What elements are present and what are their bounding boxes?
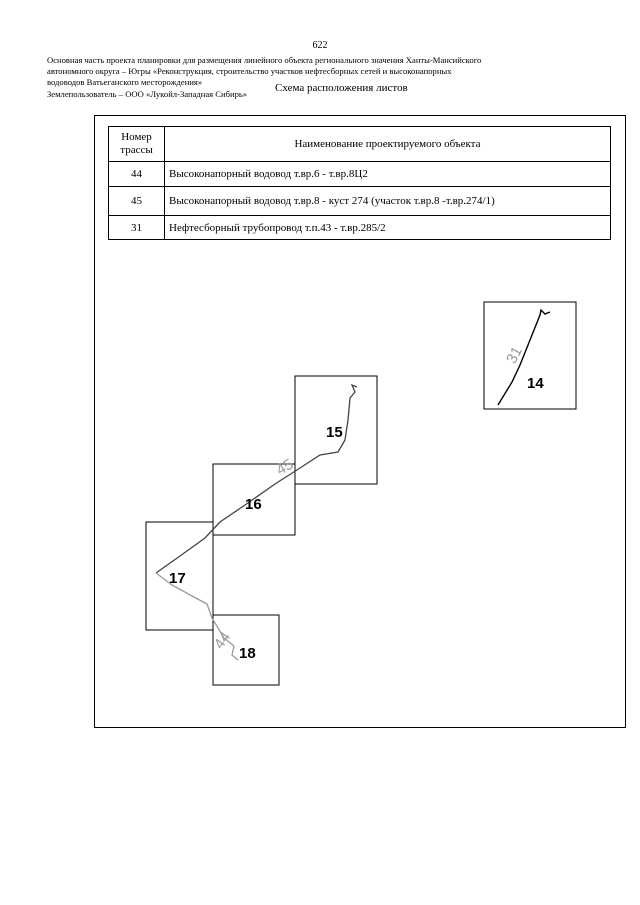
legend-table: Номер трассы Наименование проектируемого… [108, 126, 611, 240]
legend-row-num: 45 [108, 186, 165, 216]
header-line-2: автономного округа – Югры «Реконструкция… [47, 66, 452, 77]
route-31-label: 31 [503, 344, 526, 367]
legend-col-name: Наименование проектируемого объекта [164, 126, 611, 162]
legend-row: 45 Высоконапорный водовод т.вр.8 - куст … [108, 186, 611, 216]
route-45-label: 45 [273, 456, 296, 479]
legend-row-num: 31 [108, 215, 165, 240]
legend-row-num: 44 [108, 161, 165, 187]
legend-row-name: Нефтесборный трубопровод т.п.43 - т.вр.2… [164, 215, 611, 240]
sheet-14-label: 14 [527, 375, 544, 392]
route-44-label: 44 [211, 629, 234, 652]
sheet-15-label: 15 [326, 424, 343, 441]
sheet-18-frame [212, 614, 280, 686]
scheme-title: Схема расположения листов [275, 82, 408, 94]
route-44-line [155, 572, 239, 661]
sheet-15-frame [294, 375, 378, 485]
route-31-line [497, 308, 551, 406]
sheet-17-label: 17 [169, 570, 186, 587]
legend-row: 44 Высоконапорный водовод т.вр.6 - т.вр.… [108, 161, 611, 187]
header-line-3: водоводов Ватьеганского месторождения» [47, 77, 203, 88]
sheet-16-frame [212, 463, 296, 536]
header-line-4: Землепользователь – ООО «Лукойл-Западная… [47, 88, 248, 99]
sheet-16-label: 16 [245, 496, 262, 513]
route-45-line [155, 383, 358, 574]
header-line-1: Основная часть проекта планировки для ра… [47, 55, 482, 65]
legend-header-row: Номер трассы Наименование проектируемого… [108, 126, 611, 162]
sheet-17-frame [145, 521, 214, 631]
document-header: Основная часть проекта планировки для ра… [47, 55, 617, 100]
legend-row-name: Высоконапорный водовод т.вр.8 - куст 274… [164, 186, 611, 216]
sheet-18-label: 18 [239, 645, 256, 662]
legend-row-name: Высоконапорный водовод т.вр.6 - т.вр.8Ц2 [164, 161, 611, 187]
page-number: 622 [312, 40, 328, 51]
legend-row: 31 Нефтесборный трубопровод т.п.43 - т.в… [108, 215, 611, 240]
sheet-14-frame [483, 301, 577, 410]
drawing-frame [94, 115, 626, 728]
